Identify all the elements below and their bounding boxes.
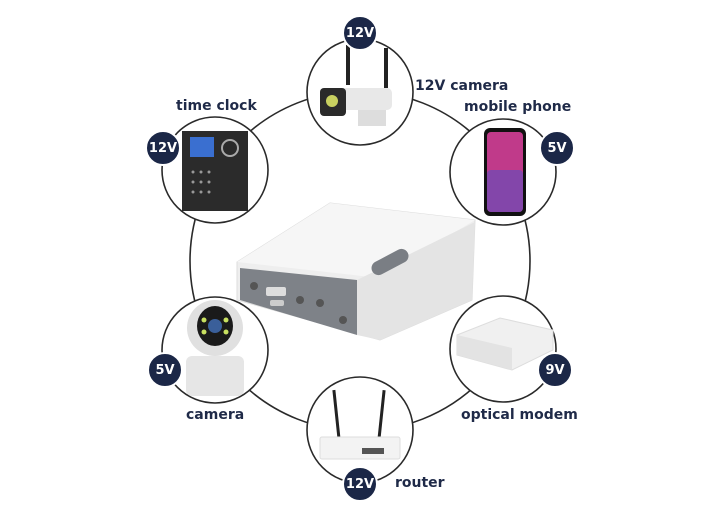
- device-label: optical modem: [461, 407, 578, 423]
- mini-ups-device: [236, 202, 476, 341]
- device-label: time clock: [176, 98, 257, 114]
- device-label: 12V camera: [415, 78, 509, 94]
- device-circle-optical-modem: [449, 295, 557, 403]
- voltage-badge: 9V: [537, 352, 573, 388]
- voltage-badge: 12V: [342, 466, 378, 502]
- voltage-badge: 12V: [342, 15, 378, 51]
- voltage-badge: 5V: [539, 130, 575, 166]
- voltage-badge: 12V: [145, 130, 181, 166]
- device-circle-router: [306, 376, 414, 484]
- device-circle-camera: [161, 296, 269, 404]
- device-label: camera: [186, 407, 245, 423]
- device-label: router: [395, 475, 445, 491]
- device-circle-mobile-phone: [449, 118, 557, 226]
- device-circle-time-clock: [161, 116, 269, 224]
- voltage-badge: 5V: [147, 352, 183, 388]
- device-circle-12v-camera: [306, 38, 414, 146]
- device-label: mobile phone: [464, 99, 572, 115]
